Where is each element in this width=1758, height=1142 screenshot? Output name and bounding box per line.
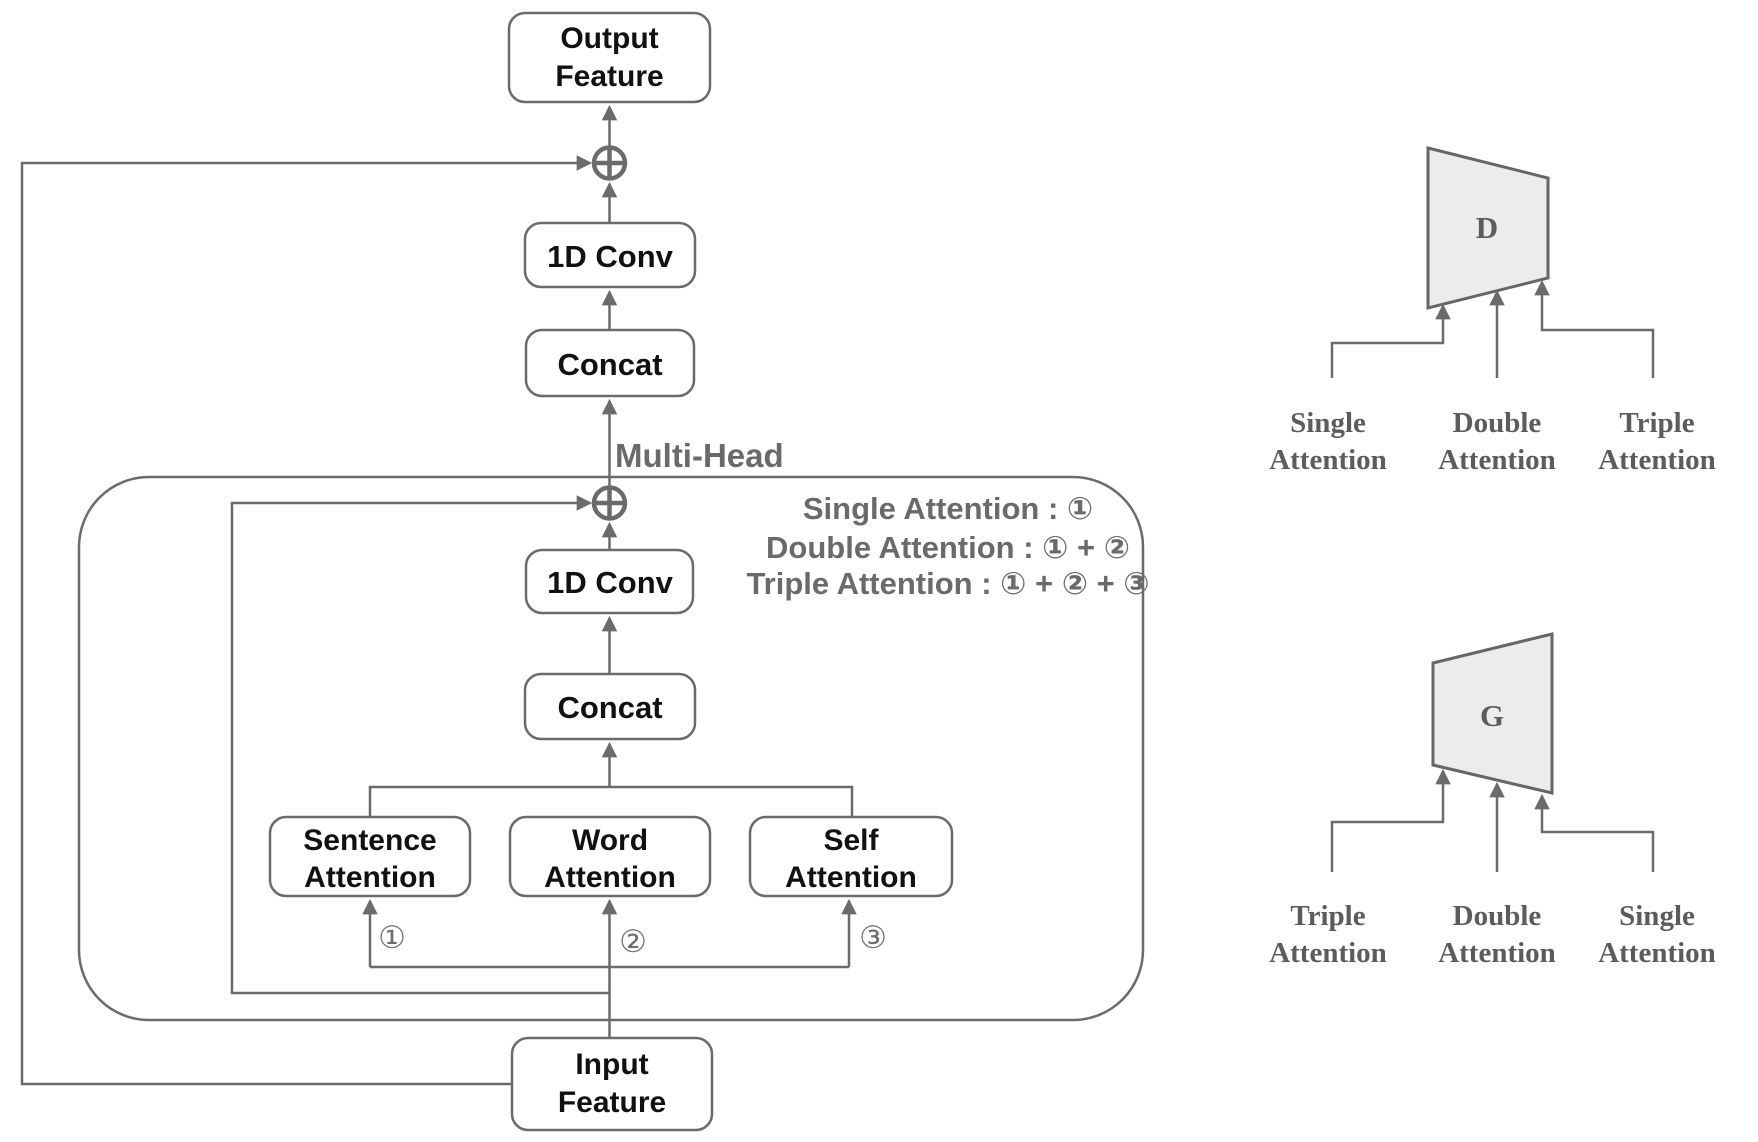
connector-lines (362, 104, 857, 1038)
sentence-attention-box: Sentence Attention (268, 815, 472, 898)
legend-single: Single Attention : ① (803, 491, 1093, 526)
g-input2-line2: Attention (1438, 937, 1556, 969)
output-feature-line2: Feature (555, 60, 663, 93)
d-input3-line1: Triple (1619, 407, 1694, 439)
discriminator-group: D Single Attention Double Attention Trip… (1269, 146, 1716, 476)
outer-residual-connection (20, 155, 593, 1086)
multi-head-container (77, 475, 1145, 1022)
top-concat-label: Concat (557, 347, 662, 382)
merge-bracket (368, 785, 854, 817)
inner-concat-box: Concat (523, 672, 697, 741)
generator-trapezoid (1431, 632, 1554, 795)
g-arrow-triple (1330, 768, 1451, 872)
word-attention-line1: Word (572, 824, 648, 857)
top-concat-box: Concat (524, 328, 696, 398)
word-attention-line2: Attention (544, 861, 676, 894)
d-input2-line1: Double (1453, 407, 1542, 439)
discriminator-trapezoid (1426, 146, 1550, 310)
legend-triple: Triple Attention : ① + ② + ③ (746, 566, 1149, 601)
d-input2-line2: Attention (1438, 444, 1556, 476)
g-input3-line1: Single (1619, 900, 1695, 932)
g-input2-line1: Double (1453, 900, 1542, 932)
d-arrow-triple (1534, 279, 1655, 378)
multi-head-label: Multi-Head (615, 437, 784, 474)
d-input1-line1: Single (1290, 407, 1366, 439)
inner-conv-box: 1D Conv (524, 548, 695, 615)
top-conv-label: 1D Conv (547, 239, 674, 274)
input-feature-box: Input Feature (510, 1036, 714, 1132)
inner-adder-icon (591, 485, 628, 521)
discriminator-letter: D (1476, 210, 1498, 245)
inner-residual-connection (230, 495, 610, 995)
g-input1-line1: Triple (1290, 900, 1365, 932)
attention-legend: Single Attention : ① Double Attention : … (746, 491, 1149, 601)
generator-group: G Triple Attention Double Attention Sing… (1269, 632, 1716, 969)
g-arrow-single (1534, 793, 1655, 872)
output-feature-line1: Output (560, 22, 658, 55)
top-adder-icon (591, 145, 628, 181)
g-input3-line2: Attention (1598, 937, 1716, 969)
sentence-attention-line1: Sentence (303, 824, 436, 857)
branch-tag-2: ② (619, 924, 647, 959)
branch-tag-3: ③ (859, 920, 887, 955)
generator-letter: G (1480, 698, 1504, 733)
word-attention-box: Word Attention (508, 815, 712, 898)
self-attention-line2: Attention (785, 861, 917, 894)
branch-tag-1: ① (378, 920, 406, 955)
sentence-attention-line2: Attention (304, 861, 436, 894)
input-feature-line2: Feature (558, 1086, 666, 1119)
self-attention-line1: Self (823, 824, 879, 857)
g-input1-line2: Attention (1269, 937, 1387, 969)
self-attention-box: Self Attention (748, 815, 954, 898)
inner-conv-label: 1D Conv (547, 565, 674, 600)
input-feature-line1: Input (575, 1048, 648, 1081)
inner-concat-label: Concat (557, 690, 662, 725)
legend-double: Double Attention : ① + ② (766, 530, 1130, 565)
d-input1-line2: Attention (1269, 444, 1387, 476)
d-arrow-single (1330, 303, 1451, 378)
top-conv-box: 1D Conv (523, 221, 697, 289)
d-input3-line2: Attention (1598, 444, 1716, 476)
output-feature-box: Output Feature (507, 11, 712, 104)
